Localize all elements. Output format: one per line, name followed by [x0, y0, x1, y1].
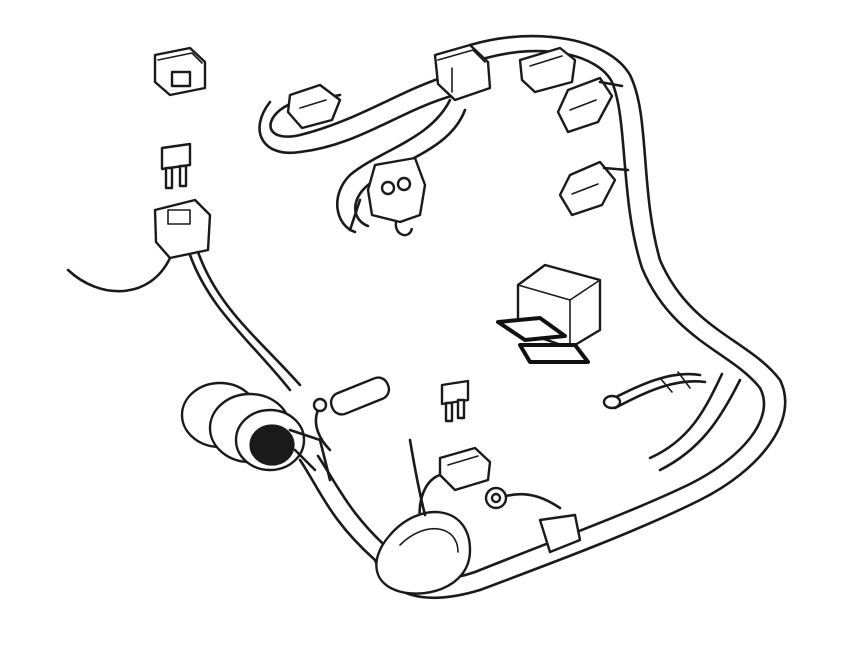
- ring-terminal: [484, 486, 562, 510]
- small-plug-connector: [418, 446, 492, 522]
- rubber-boot: [375, 438, 582, 595]
- ground-wire-pigtail: [602, 371, 707, 410]
- fuse-holder-cap: [153, 46, 207, 97]
- blade-fuse-upper: [160, 142, 192, 190]
- injector-plug-a: [518, 46, 577, 94]
- blade-fuse-lower: [440, 379, 470, 423]
- main-harness-loop: [373, 34, 787, 600]
- fuse-holder-connector: [66, 198, 302, 392]
- branch-harness-top-left: [258, 73, 467, 562]
- injector-plug-d: [286, 83, 342, 130]
- round-multi-pin-connector: [180, 381, 332, 482]
- injector-plug-c: [558, 160, 630, 217]
- injector-plug-b: [556, 76, 624, 134]
- square-relay: [496, 263, 602, 364]
- diode-tube: [312, 376, 391, 452]
- top-center-connector: [433, 43, 492, 102]
- sensor-connector-mount: [348, 156, 427, 237]
